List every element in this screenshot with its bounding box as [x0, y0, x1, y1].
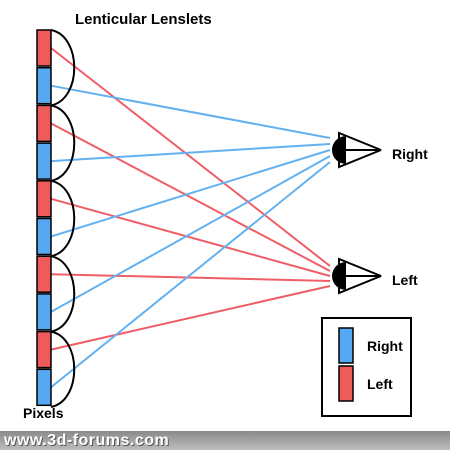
ray-left-0: [50, 47, 331, 267]
eye-icon-left: [332, 257, 382, 295]
pixel-right-7: [36, 293, 52, 331]
lenslet-column: [50, 29, 76, 408]
pixel-column: [36, 29, 52, 407]
ray-right-7: [50, 155, 331, 313]
ray-left-2: [50, 122, 331, 272]
pixel-right-3: [36, 142, 52, 180]
light-rays: [50, 47, 331, 389]
ray-left-8: [50, 285, 331, 351]
left-eye-label: Left: [392, 272, 418, 288]
pixel-right-9: [36, 368, 52, 407]
legend: Right Left: [321, 317, 412, 417]
legend-swatch-left: [338, 365, 354, 402]
lenslet-2: [50, 179, 76, 258]
diagram-title: Lenticular Lenslets: [75, 11, 212, 28]
pixel-left-4: [36, 180, 52, 218]
pixel-left-6: [36, 255, 52, 293]
eye-icon-right: [332, 131, 382, 169]
lenslet-0: [50, 29, 76, 107]
right-eye-label: Right: [392, 146, 428, 162]
ray-left-6: [50, 273, 331, 282]
ray-right-5: [50, 149, 331, 238]
watermark-text: www.3d-forums.com: [4, 432, 170, 449]
legend-swatch-right: [338, 327, 354, 364]
lenslet-4: [50, 330, 76, 408]
ray-right-9: [50, 161, 331, 389]
legend-label-left: Left: [367, 376, 393, 392]
pixel-left-8: [36, 330, 52, 369]
pixel-left-2: [36, 104, 52, 143]
pixel-right-5: [36, 217, 52, 256]
legend-label-right: Right: [367, 338, 403, 354]
ray-right-1: [50, 84, 331, 139]
pixel-right-1: [36, 66, 52, 105]
ray-right-3: [50, 143, 331, 163]
lenslet-1: [50, 104, 76, 182]
pixel-left-0: [36, 29, 52, 67]
ray-left-4: [50, 197, 331, 277]
legend-box: [321, 317, 412, 417]
pixels-label: Pixels: [23, 405, 64, 421]
watermark-bar: [0, 431, 450, 450]
lenslet-3: [50, 255, 76, 333]
